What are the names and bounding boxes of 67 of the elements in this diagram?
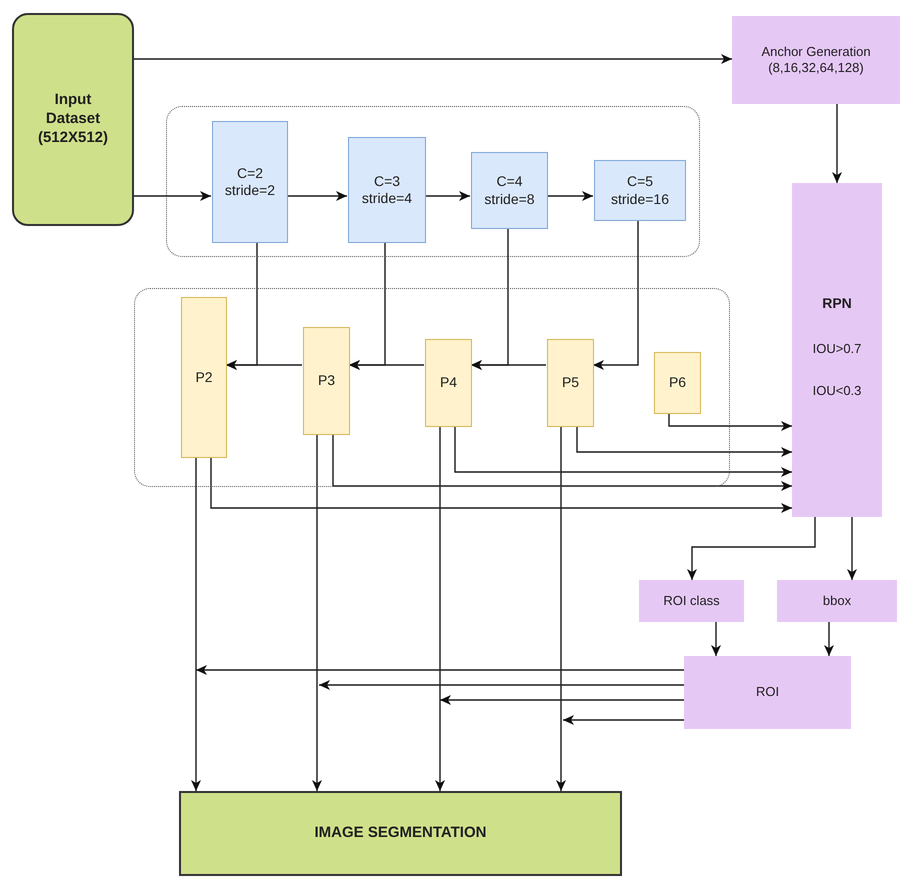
arrow <box>332 434 792 491</box>
feature-map-box <box>425 339 472 427</box>
node-label: P3 <box>318 372 336 390</box>
arrow <box>563 715 684 725</box>
node-label: stride=8 <box>484 190 535 208</box>
dotted-group-frame <box>134 288 730 487</box>
arrow <box>191 457 201 791</box>
arrow <box>711 622 721 656</box>
node-label: IOU>0.7 <box>812 340 862 357</box>
process-box <box>732 16 900 104</box>
arrow <box>312 434 322 791</box>
layer-box <box>471 152 548 229</box>
arrow <box>287 191 347 201</box>
process-box <box>684 656 851 729</box>
arrow <box>547 191 593 201</box>
node-label: stride=16 <box>611 190 669 208</box>
node-label: P5 <box>562 374 580 392</box>
output-box <box>179 791 622 876</box>
arrow <box>556 426 566 791</box>
node-label: RPN <box>822 295 852 312</box>
arrow <box>593 220 639 370</box>
node-label: C=5 <box>626 173 654 190</box>
node-label: Anchor Generation (8,16,32,64,128) <box>760 44 872 76</box>
arrow <box>319 680 684 690</box>
arrow <box>687 517 816 580</box>
arrow <box>832 104 842 183</box>
arrow <box>435 426 445 791</box>
process-box <box>777 580 897 622</box>
node-label: stride=4 <box>362 190 412 208</box>
node-label: IOU<0.3 <box>812 382 862 399</box>
arrow <box>210 457 792 513</box>
feature-map-box <box>303 327 350 435</box>
arrow <box>440 695 684 705</box>
arrow <box>425 191 470 201</box>
arrow <box>454 426 792 477</box>
node-label: ROI class <box>663 592 720 610</box>
arrow <box>349 360 424 370</box>
node-label: stride=2 <box>224 182 276 200</box>
feature-map-box <box>654 352 701 414</box>
node-label: P6 <box>668 374 686 392</box>
arrow <box>668 413 792 431</box>
arrow <box>226 360 302 370</box>
process-box <box>639 580 744 622</box>
feature-map-box <box>547 339 594 427</box>
process-box <box>792 183 882 517</box>
arrow <box>134 191 211 201</box>
dotted-group-frame <box>166 106 700 257</box>
node-label: IMAGE SEGMENTATION <box>314 824 486 843</box>
arrow <box>134 54 732 64</box>
node-label: C=3 <box>374 172 400 190</box>
arrow <box>847 517 857 580</box>
input-box <box>12 13 134 226</box>
layer-box <box>594 160 686 221</box>
layer-box <box>348 137 426 243</box>
arrow <box>824 622 834 656</box>
node-label: bbox <box>822 592 852 610</box>
arrow <box>196 665 684 675</box>
feature-map-box <box>181 297 227 458</box>
arrow <box>576 426 792 457</box>
arrow <box>471 360 546 370</box>
node-label: P4 <box>440 374 458 392</box>
node-label: C=4 <box>496 173 523 190</box>
layer-box <box>212 121 288 243</box>
node-label: C=2 <box>236 164 264 182</box>
node-label: ROI <box>756 684 780 701</box>
node-label: Input Dataset (512X512) <box>36 91 110 148</box>
node-label: P2 <box>195 368 213 386</box>
